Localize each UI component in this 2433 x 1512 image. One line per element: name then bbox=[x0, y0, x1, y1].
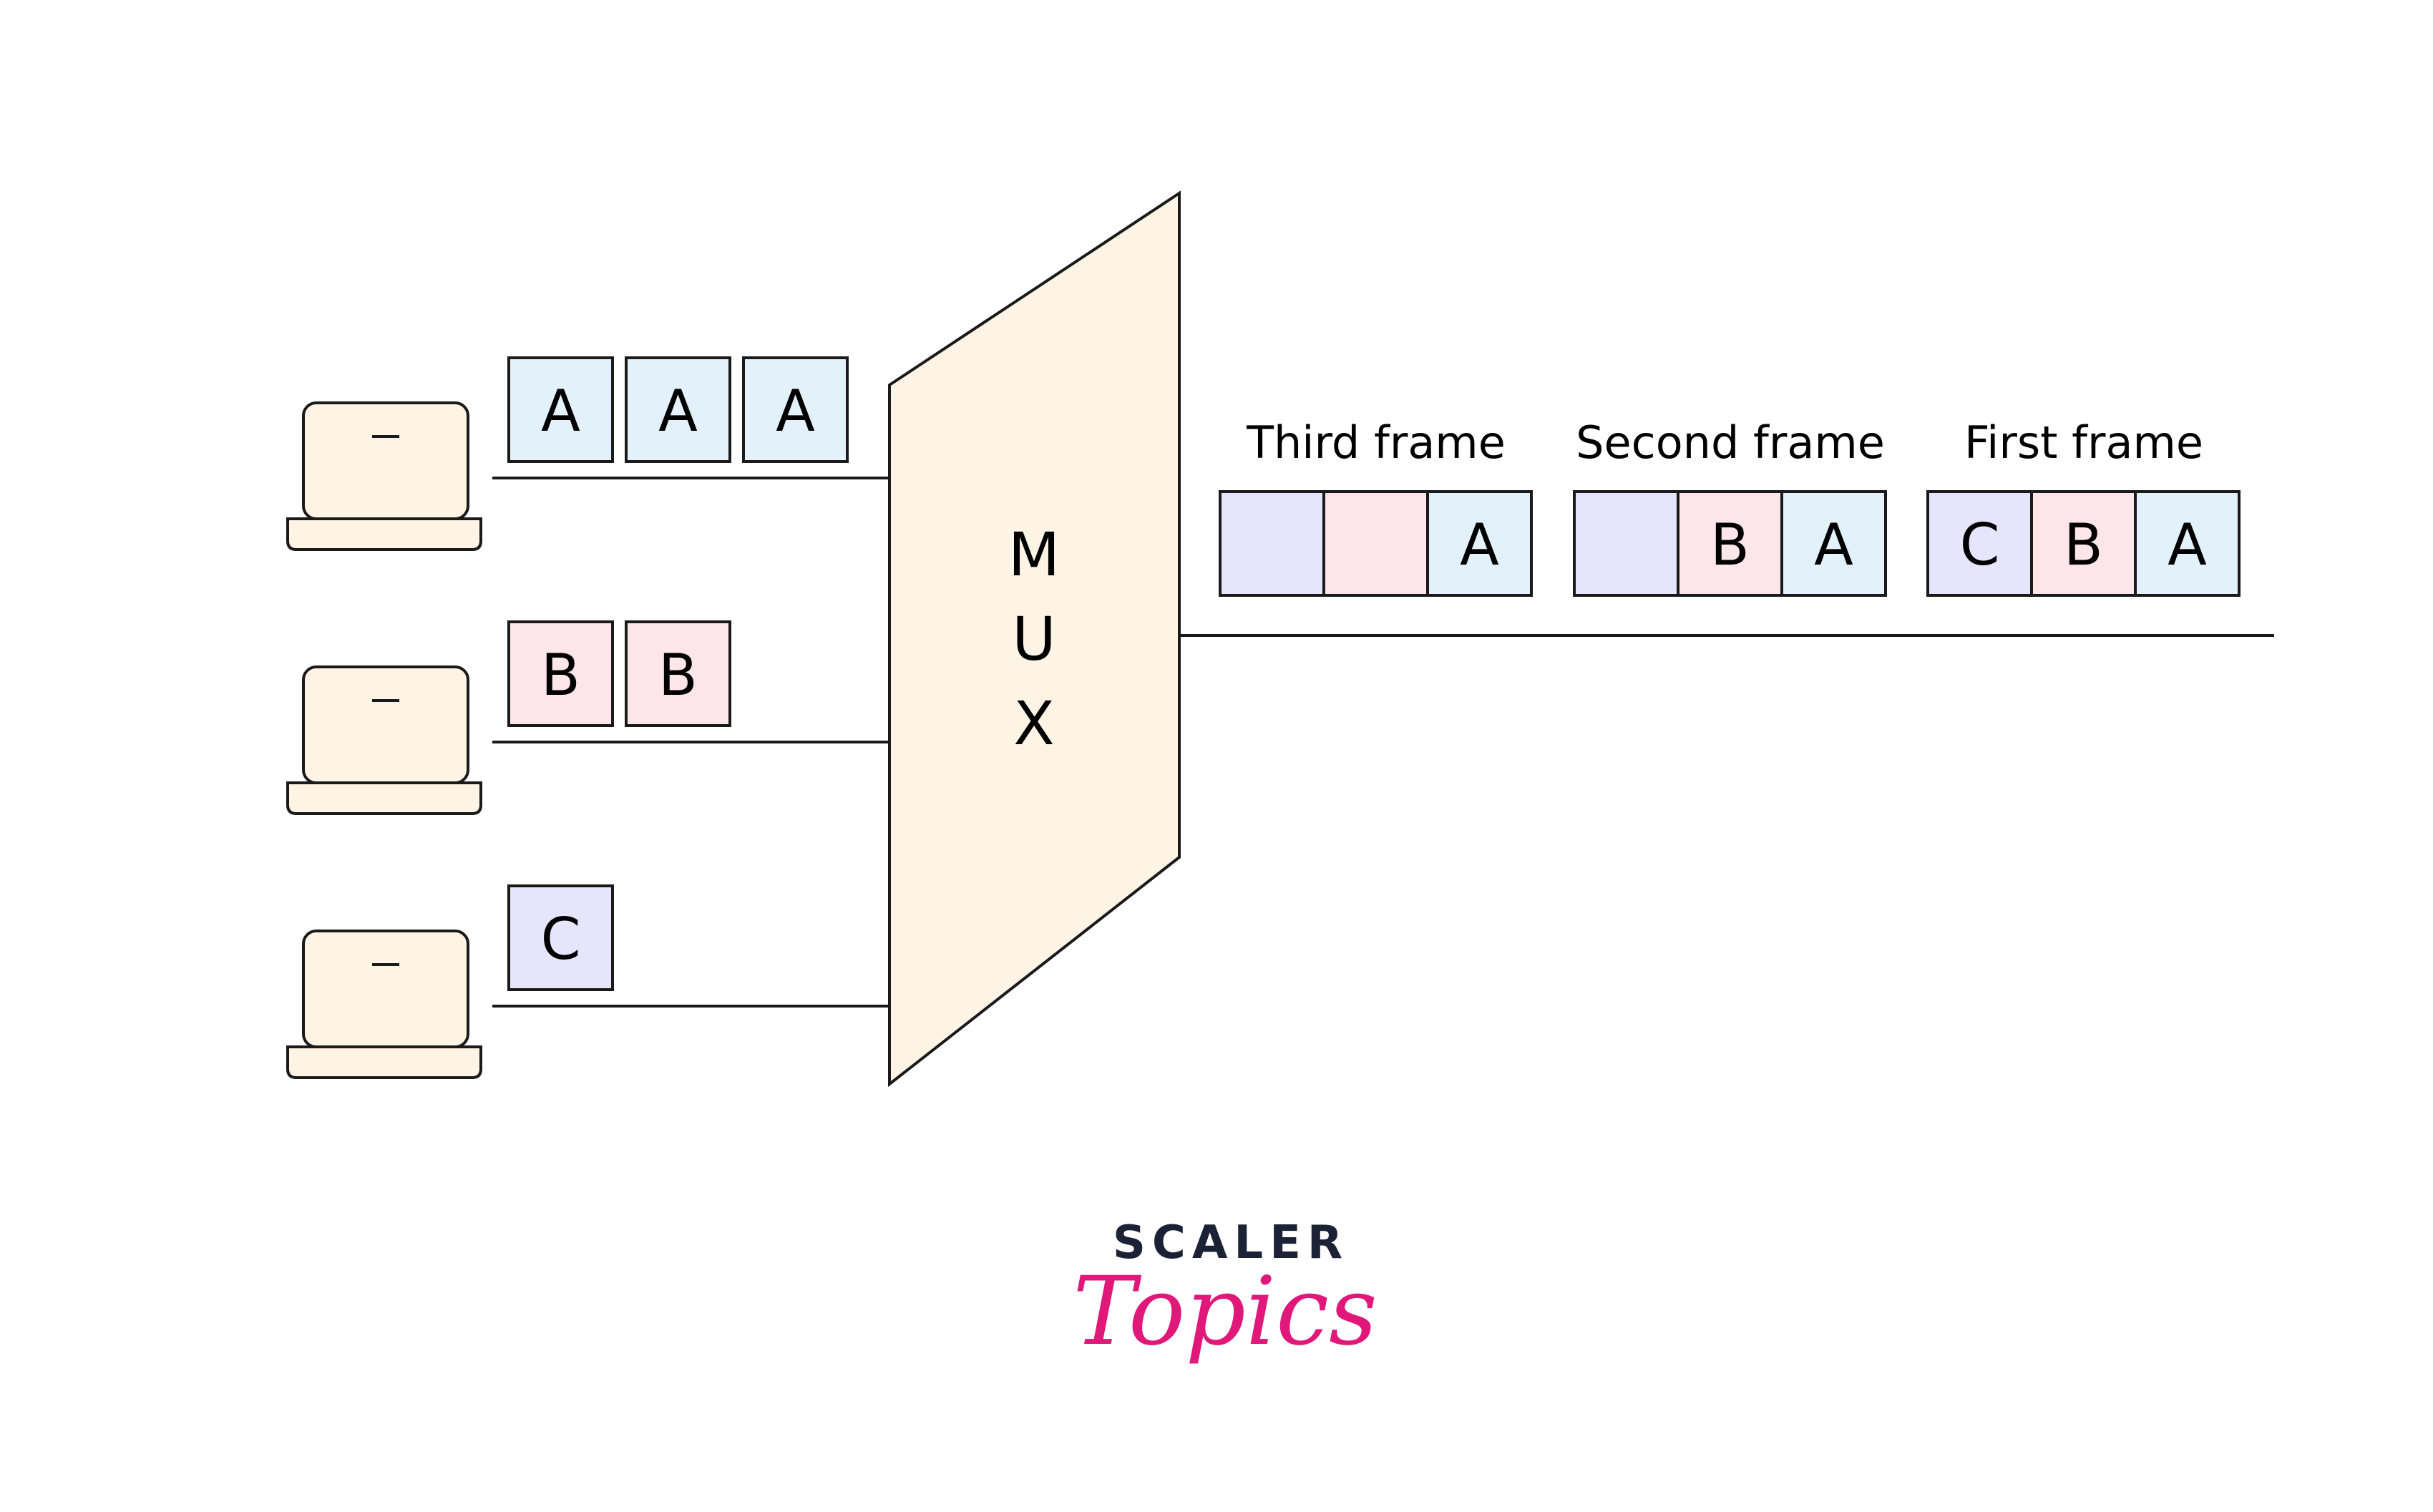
frame-slot bbox=[2030, 490, 2137, 597]
frame-title: Second frame bbox=[1576, 416, 1885, 469]
packet-box bbox=[625, 620, 731, 727]
packet-box bbox=[742, 356, 849, 463]
laptop-screen bbox=[302, 665, 469, 784]
mux-letter: X bbox=[1013, 688, 1055, 759]
frame-slot-label: B bbox=[1710, 512, 1750, 578]
scaler-topics-logo: SCALER Topics bbox=[1073, 1216, 1378, 1367]
packet-box bbox=[625, 356, 731, 463]
input-packet: C bbox=[507, 884, 614, 991]
computers-group bbox=[286, 401, 482, 1079]
packet-label: C bbox=[541, 906, 581, 972]
packet-label: A bbox=[776, 378, 815, 444]
mux-letter: U bbox=[1012, 604, 1055, 674]
frame-slot bbox=[1322, 490, 1429, 597]
laptop-screen bbox=[302, 930, 469, 1048]
laptop-base bbox=[286, 781, 482, 815]
laptop-base bbox=[286, 1045, 482, 1079]
laptop-base bbox=[286, 517, 482, 551]
input-packets-group: A A A B B C bbox=[507, 356, 849, 991]
frame-title: First frame bbox=[1964, 416, 2203, 469]
input-lines-group bbox=[492, 477, 889, 1008]
input-packet: B bbox=[507, 620, 614, 727]
frame-slot-label: A bbox=[2168, 512, 2207, 578]
packet-box bbox=[507, 620, 614, 727]
multiplexer: MUX bbox=[888, 190, 1181, 1088]
laptop-screen bbox=[302, 401, 469, 520]
mux-letter: M bbox=[1008, 520, 1060, 590]
logo-top-text: SCALER bbox=[1113, 1216, 1349, 1269]
packet-label: A bbox=[658, 378, 698, 444]
packet-box bbox=[507, 356, 614, 463]
logo-bottom-text: Topics bbox=[1073, 1257, 1378, 1367]
input-packet: B bbox=[625, 620, 731, 727]
frame-title: Third frame bbox=[1246, 416, 1506, 469]
packet-box bbox=[507, 884, 614, 991]
input-packet: A bbox=[625, 356, 731, 463]
frame-slot bbox=[1219, 490, 1325, 597]
frame-slot-label: B bbox=[2064, 512, 2103, 578]
packet-label: B bbox=[541, 642, 580, 708]
input-packet: A bbox=[507, 356, 614, 463]
laptop-icon bbox=[286, 930, 482, 1079]
mux-body bbox=[888, 190, 1181, 1088]
packet-label: A bbox=[541, 378, 580, 444]
frame-slot-label: C bbox=[1960, 512, 2000, 578]
frame-slot-label: A bbox=[1460, 512, 1499, 578]
input-packet: A bbox=[742, 356, 849, 463]
frame-slot bbox=[2134, 490, 2241, 597]
frame-slot bbox=[1426, 490, 1533, 597]
frame-slot bbox=[1780, 490, 1887, 597]
packet-label: B bbox=[658, 642, 698, 708]
laptop-icon bbox=[286, 401, 482, 551]
frame-slot-label: A bbox=[1814, 512, 1853, 578]
frame-slot bbox=[1677, 490, 1783, 597]
frame-slot bbox=[1573, 490, 1679, 597]
laptop-icon bbox=[286, 665, 482, 815]
